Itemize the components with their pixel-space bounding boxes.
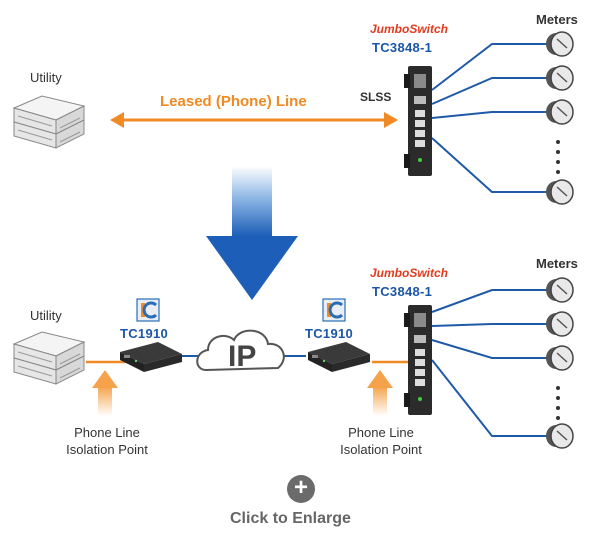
model-label-bottom: TC3848-1	[372, 284, 433, 299]
isolation-left-line1: Phone Line	[74, 425, 140, 440]
tc-logo-left-icon	[135, 297, 161, 323]
isolation-right-line2: Isolation Point	[340, 442, 422, 457]
isolation-left-line2: Isolation Point	[66, 442, 148, 457]
slss-switch-device-bottom	[404, 305, 432, 415]
utility-building-icon	[13, 331, 85, 385]
ip-cloud-icon	[196, 329, 285, 372]
utility-label: Utility	[30, 70, 62, 85]
isolation-right-line1: Phone Line	[348, 425, 414, 440]
jumboswitch-logo: JumboSwitch	[370, 22, 449, 36]
model-label: TC3848-1	[372, 40, 433, 55]
leased-line-arrow	[110, 112, 398, 128]
jumboswitch-logo-bottom: JumboSwitch	[370, 266, 449, 280]
meter-icon	[545, 345, 574, 371]
bottom-meter-links	[431, 289, 548, 437]
tc1910-converter-left	[120, 342, 182, 372]
click-to-enlarge-link[interactable]: Click to Enlarge	[230, 510, 351, 527]
meter-icon	[545, 31, 574, 57]
meter-icon	[545, 179, 574, 205]
meter-icon	[545, 423, 574, 449]
top-meter-links	[431, 43, 548, 193]
tc1910-right-label: TC1910	[305, 326, 354, 341]
meter-icon	[545, 99, 574, 125]
isolation-point-left-label: Phone Line Isolation Point	[52, 424, 162, 458]
meter-icon	[545, 65, 574, 91]
meter-icon	[545, 311, 574, 337]
plus-icon[interactable]: +	[287, 475, 315, 503]
ip-migration-arrow	[206, 166, 298, 300]
utility-building-icon	[13, 95, 85, 149]
slss-label: SLSS	[360, 90, 392, 104]
bottom-meter-dots	[556, 386, 560, 420]
isolation-arrow-right	[367, 370, 393, 416]
isolation-arrow-left	[92, 370, 118, 416]
meter-icon	[545, 277, 574, 303]
leased-line-label: Leased (Phone) Line	[160, 93, 307, 110]
meters-label: Meters	[536, 12, 578, 27]
tc1910-left-label: TC1910	[120, 326, 169, 341]
utility-label-bottom: Utility	[30, 308, 62, 323]
slss-switch-device	[404, 66, 432, 176]
meters-label-bottom: Meters	[536, 256, 578, 271]
tc-logo-right-icon	[321, 297, 347, 323]
isolation-point-right-label: Phone Line Isolation Point	[326, 424, 436, 458]
tc1910-converter-right	[308, 342, 370, 372]
ip-cloud-label: IP	[228, 340, 257, 373]
top-meter-dots	[556, 140, 560, 174]
